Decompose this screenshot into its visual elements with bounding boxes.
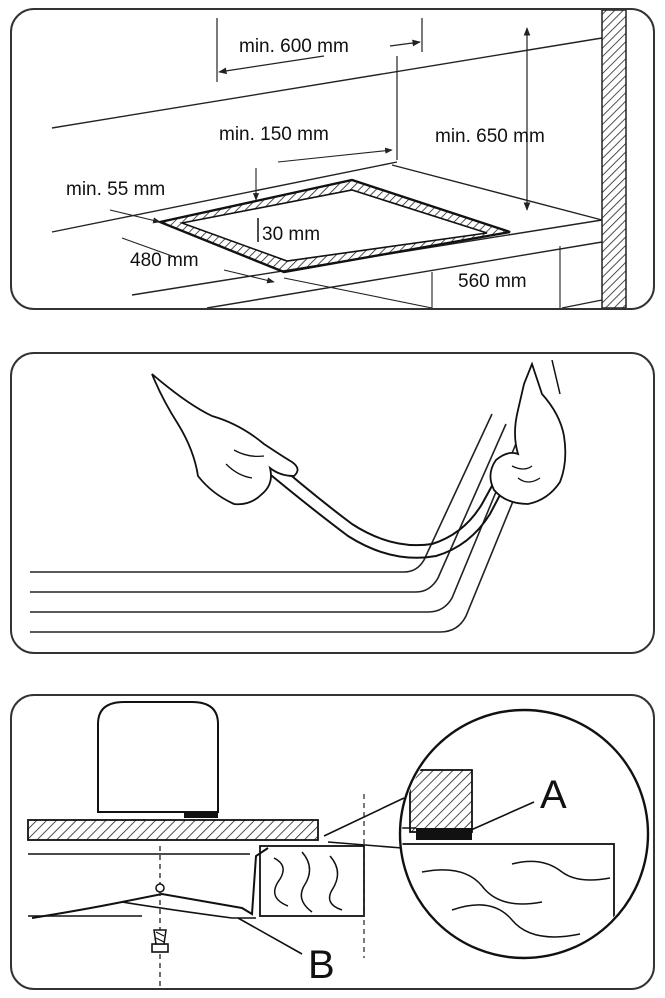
seal-application-diagram (30, 359, 567, 633)
worktop-wood (259, 845, 365, 917)
seal-strip (265, 453, 505, 547)
label-30mm: 30 mm (262, 224, 320, 245)
left-hand (151, 373, 299, 506)
fixing-detail-diagram: A B (27, 701, 650, 988)
fixing-clamp (31, 847, 269, 919)
worktop-back-edge (51, 161, 398, 233)
wall-hatch (601, 10, 627, 308)
seal-application-panel (10, 352, 655, 654)
label-min-150: min. 150 mm (219, 124, 329, 145)
wall-top-line (51, 37, 603, 129)
magnified-plate (409, 769, 473, 833)
label-min-55: min. 55 mm (66, 179, 165, 200)
right-hand (489, 361, 567, 505)
fixing-screw (151, 883, 169, 953)
label-min-600: min. 600 mm (239, 36, 349, 57)
fixing-detail-panel: A B (10, 694, 655, 990)
seal-gasket (416, 828, 472, 840)
label-480mm: 480 mm (130, 250, 199, 271)
label-560mm: 560 mm (458, 271, 527, 292)
cutout-dimensions-diagram: min. 600 mm min. 650 mm min. 150 mm min.… (51, 10, 627, 308)
callout-b: B (308, 943, 335, 987)
cutout-opening (179, 189, 488, 262)
cutout-dimensions-panel: min. 600 mm min. 650 mm min. 150 mm min.… (10, 8, 655, 310)
callout-a: A (540, 773, 567, 817)
hob-plate (27, 819, 319, 841)
label-min-650: min. 650 mm (435, 126, 545, 147)
worktop-edge-lines (30, 413, 493, 573)
wall-base-line (391, 164, 603, 221)
hob-knob (97, 701, 219, 813)
